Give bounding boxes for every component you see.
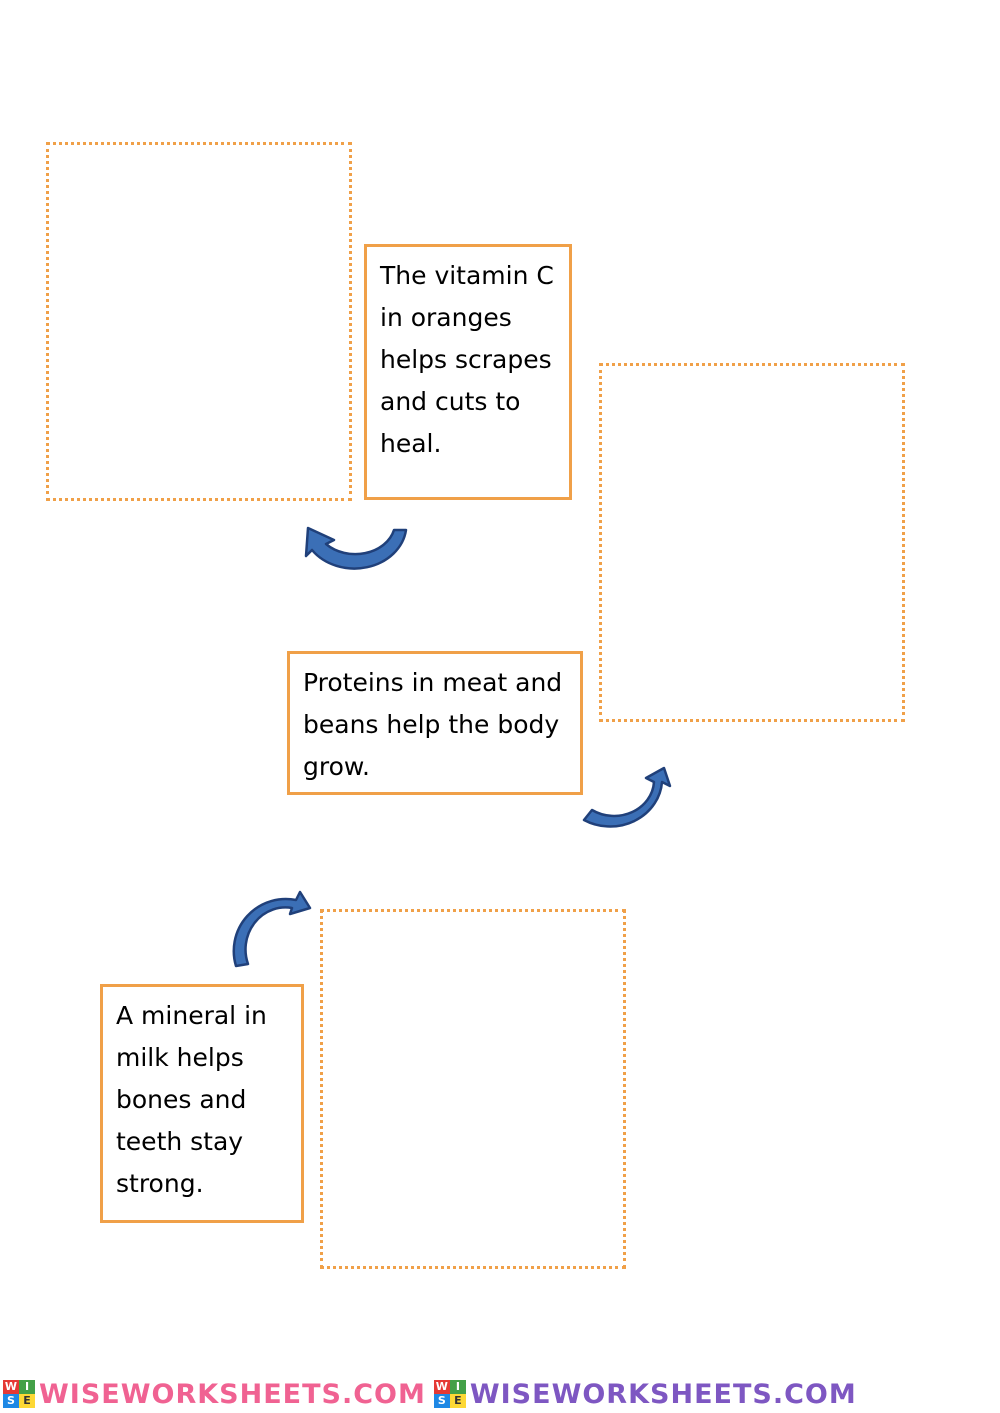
brand-logo: W I S E WISEWORKSHEETS.COM <box>3 1379 426 1410</box>
drawing-area-3 <box>320 909 626 1269</box>
brand-badge-icon: W I S E <box>433 1380 466 1408</box>
brand-logo: W I S E WISEWORKSHEETS.COM <box>433 1378 857 1410</box>
card-vitamin-c: The vitamin C in oranges helps scrapes a… <box>364 244 572 500</box>
curved-arrow-icon <box>304 526 408 570</box>
card-mineral: A mineral in milk helps bones and teeth … <box>100 984 304 1223</box>
drawing-area-1 <box>46 142 352 501</box>
drawing-area-2 <box>599 363 905 722</box>
curved-arrow-icon <box>582 766 672 828</box>
footer-branding: W I S E WISEWORKSHEETS.COM W I S E WISEW… <box>0 1375 1000 1413</box>
brand-wordmark: WISEWORKSHEETS.COM <box>39 1378 426 1410</box>
card-proteins: Proteins in meat and beans help the body… <box>287 651 583 795</box>
curved-arrow-icon <box>232 890 312 968</box>
brand-wordmark: WISEWORKSHEETS.COM <box>469 1378 857 1410</box>
brand-badge-icon: W I S E <box>3 1380 35 1408</box>
